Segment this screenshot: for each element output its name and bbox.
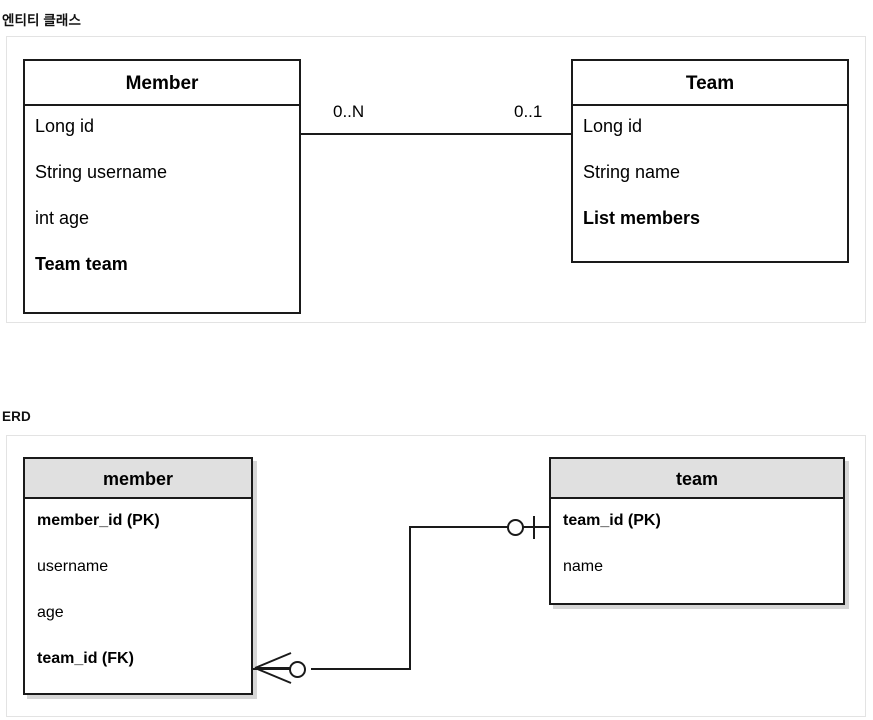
uml-class-team-title: Team bbox=[573, 61, 847, 106]
multiplicity-target: 0..1 bbox=[514, 102, 543, 121]
entity-class-section-label: 엔티티 클래스 bbox=[2, 13, 81, 28]
uml-class-team-attributes: Long id String name List members bbox=[573, 106, 847, 227]
erd-table-team-columns: team_id (PK) name bbox=[551, 499, 843, 575]
erd-table-team: team team_id (PK) name bbox=[549, 457, 845, 605]
zero-optionality-circle-icon bbox=[289, 661, 306, 678]
erd-table-member: member member_id (PK) username age team_… bbox=[23, 457, 253, 695]
relationship-line-segment bbox=[409, 526, 411, 670]
erd-column: team_id (PK) bbox=[563, 512, 661, 529]
erd-table-member-title: member bbox=[25, 459, 251, 499]
association-line bbox=[301, 133, 571, 135]
uml-attribute: int age bbox=[35, 208, 90, 228]
erd-column: team_id (FK) bbox=[37, 650, 134, 667]
class-diagram-frame: Member Long id String username int age T… bbox=[6, 36, 866, 323]
uml-class-member-attributes: Long id String username int age Team tea… bbox=[25, 106, 299, 273]
uml-attribute: List members bbox=[583, 208, 701, 228]
crows-foot-many-icon bbox=[254, 652, 292, 684]
erd-column: username bbox=[37, 558, 109, 575]
multiplicity-source: 0..N bbox=[333, 102, 365, 121]
uml-class-member-title: Member bbox=[25, 61, 299, 106]
erd-frame: member member_id (PK) username age team_… bbox=[6, 435, 866, 717]
relationship-line-segment bbox=[311, 668, 411, 670]
erd-column: member_id (PK) bbox=[37, 512, 160, 529]
uml-attribute: Long id bbox=[35, 116, 95, 136]
relationship-line-segment bbox=[522, 526, 550, 528]
uml-class-member: Member Long id String username int age T… bbox=[23, 59, 301, 314]
erd-column: name bbox=[563, 558, 604, 575]
erd-column: age bbox=[37, 604, 64, 621]
uml-attribute: Team team bbox=[35, 254, 128, 274]
zero-optionality-circle-icon bbox=[507, 519, 524, 536]
uml-class-team: Team Long id String name List members bbox=[571, 59, 849, 263]
uml-attribute: String username bbox=[35, 162, 168, 182]
erd-section-label: ERD bbox=[2, 409, 31, 424]
uml-attribute: Long id bbox=[583, 116, 643, 136]
one-cardinality-tick-icon bbox=[533, 516, 535, 539]
relationship-line-segment bbox=[409, 526, 509, 528]
uml-attribute: String name bbox=[583, 162, 681, 182]
erd-table-member-columns: member_id (PK) username age team_id (FK) bbox=[25, 499, 251, 667]
erd-table-team-title: team bbox=[551, 459, 843, 499]
